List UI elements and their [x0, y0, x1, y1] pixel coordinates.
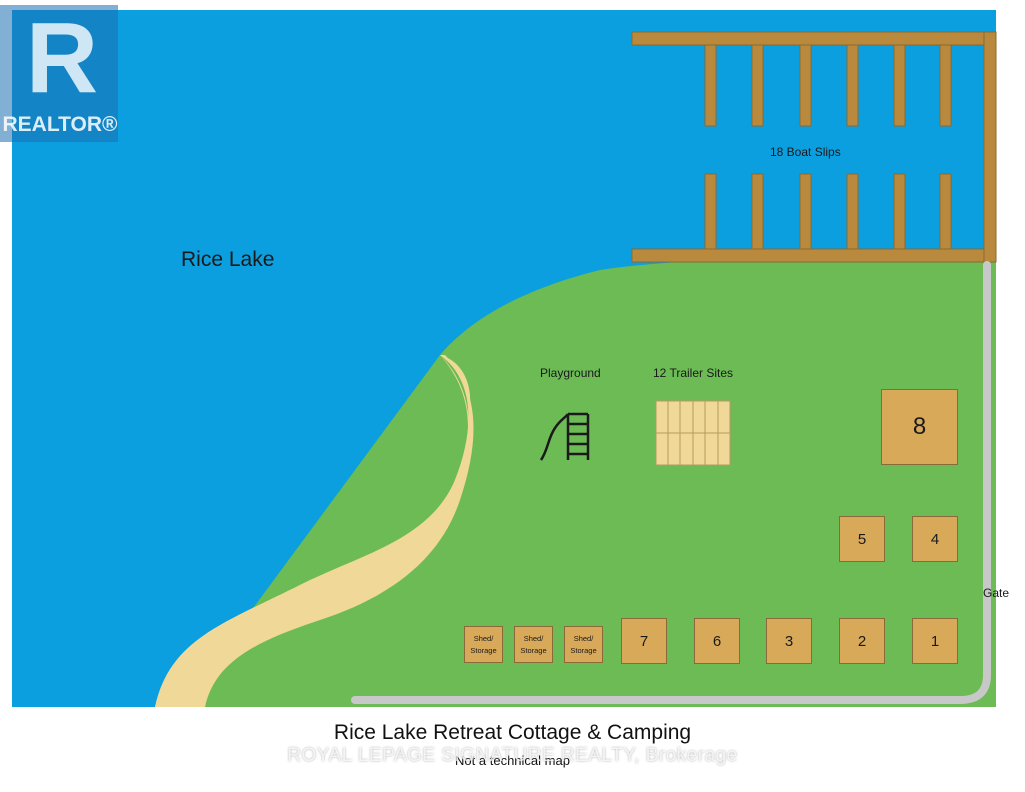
realtor-logo-text: REALTOR®	[2, 113, 118, 136]
cottage-2: 2	[839, 618, 885, 664]
playground-slide-icon	[539, 412, 590, 461]
cottage-5: 5	[839, 516, 885, 562]
realtor-logo-letter: R	[25, 2, 99, 114]
cottage-1: 1	[912, 618, 958, 664]
cottage-8: 8	[881, 389, 958, 465]
boat-slips-label: 18 Boat Slips	[770, 145, 841, 159]
lake-label: Rice Lake	[181, 248, 275, 271]
dock-bottom-rail	[631, 248, 997, 263]
shed-storage-1: Shed/ Storage	[464, 626, 503, 663]
shed-storage-3: Shed/ Storage	[564, 626, 603, 663]
shed-storage-2: Shed/ Storage	[514, 626, 553, 663]
dock-top-rail	[631, 31, 997, 46]
realtor-logo	[0, 5, 118, 142]
map-title: Rice Lake Retreat Cottage & Camping	[333, 721, 692, 744]
cottage-7: 7	[621, 618, 667, 664]
dock-right-rail	[983, 31, 997, 263]
cottage-4: 4	[912, 516, 958, 562]
gate-label: Gate	[983, 586, 1010, 600]
dock-fingers	[704, 44, 952, 250]
cottage-6: 6	[694, 618, 740, 664]
map-note: Not a technical map	[455, 753, 570, 768]
access-road	[351, 261, 991, 704]
brokerage-watermark: ROYAL LEPAGE SIGNATURE REALTY, Brokerage	[287, 745, 738, 766]
cottage-3: 3	[766, 618, 812, 664]
trailer-sites-label: 12 Trailer Sites	[653, 366, 734, 380]
trailer-sites-grid	[655, 400, 731, 466]
grass-area	[180, 258, 996, 707]
playground-label: Playground	[540, 366, 601, 380]
boat-dock	[631, 31, 997, 263]
